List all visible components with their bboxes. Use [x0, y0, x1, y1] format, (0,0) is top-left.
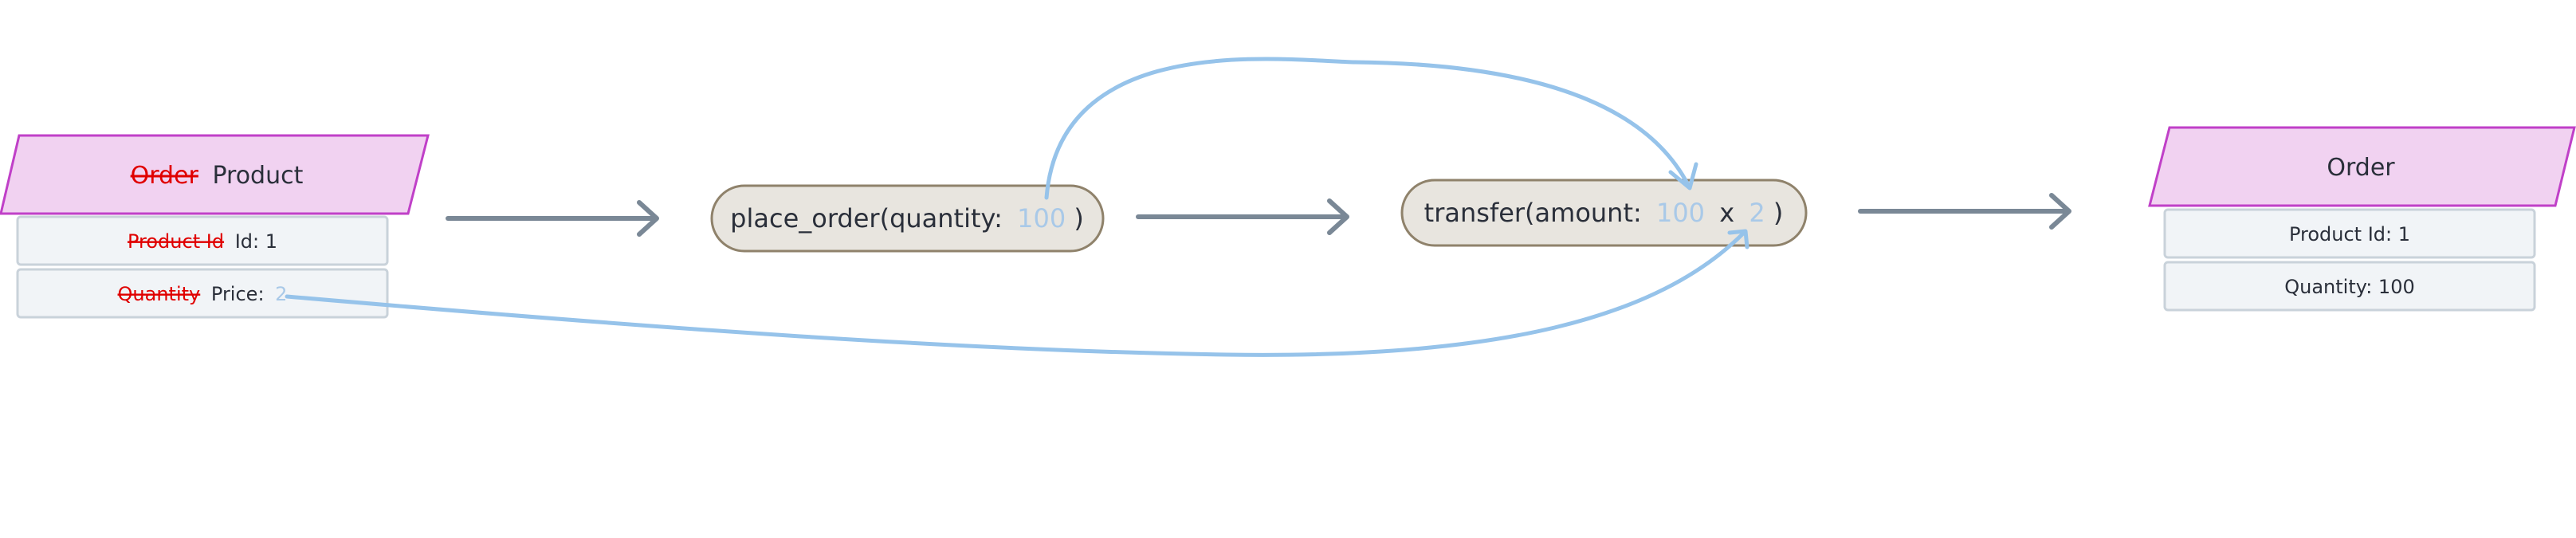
product-entity: Order Product Product Id Id: 1 Quantity … — [0, 134, 430, 319]
product-title-struck: Order — [131, 162, 199, 190]
product-title: Product — [212, 162, 303, 190]
place-order-pill — [710, 184, 1105, 253]
order-field-quantity — [2163, 261, 2536, 312]
svg-text:transfer(amount: 100: transfer(amount: 100 x 2 ) — [1424, 198, 1784, 228]
svg-text:Order Product: Order Product — [131, 162, 304, 190]
flow-arrows — [446, 193, 2071, 237]
product-field-price-text: Price: — [211, 283, 265, 305]
product-header — [0, 134, 430, 215]
flow-price-to-multiplier — [285, 229, 1749, 357]
transfer-value-amount: 100 — [1656, 198, 1705, 228]
flow-quantity-to-amount — [1044, 57, 1698, 200]
order-field-product-id — [2163, 208, 2536, 259]
arrow-transfer-to-order — [1858, 193, 2071, 230]
product-field-price-value: 2 — [275, 283, 287, 305]
place-order-value: 100 — [1017, 203, 1066, 234]
value-flows — [285, 57, 1749, 357]
product-field-price — [16, 268, 389, 319]
transfer-prefix: transfer(amount: — [1424, 198, 1642, 228]
product-field-id-text: Id: 1 — [235, 230, 277, 253]
place-order-node: place_order(quantity: 100 ) — [710, 184, 1105, 253]
transfer-suffix: ) — [1773, 198, 1783, 228]
order-field-product-id-text: Product Id: 1 — [2289, 223, 2410, 245]
svg-text:Product Id Id: 1: Product Id Id: 1 — [128, 230, 277, 253]
svg-text:place_order(quantity: 10: place_order(quantity: 100 ) — [730, 203, 1084, 234]
transfer-pill — [1400, 179, 1808, 247]
place-order-prefix: place_order(quantity: — [730, 203, 1003, 234]
order-title: Order — [2327, 154, 2395, 182]
svg-text:Quantity Price: 2: Quantity Price: 2 — [118, 283, 288, 305]
transfer-value-price: 2 — [1749, 198, 1765, 228]
transfer-operator: x — [1719, 198, 1734, 228]
product-field-id — [16, 215, 389, 266]
arrow-product-to-place-order — [446, 200, 659, 237]
transfer-node: transfer(amount: 100 x 2 ) — [1400, 179, 1808, 247]
product-field-price-struck: Quantity — [118, 283, 201, 305]
order-entity: Order Product Id: 1 Quantity: 100 — [2148, 126, 2576, 312]
order-field-quantity-text: Quantity: 100 — [2284, 276, 2415, 298]
product-field-id-struck: Product Id — [128, 230, 224, 253]
place-order-suffix: ) — [1074, 203, 1083, 234]
order-header — [2148, 126, 2576, 207]
arrow-place-order-to-transfer — [1136, 198, 1349, 235]
